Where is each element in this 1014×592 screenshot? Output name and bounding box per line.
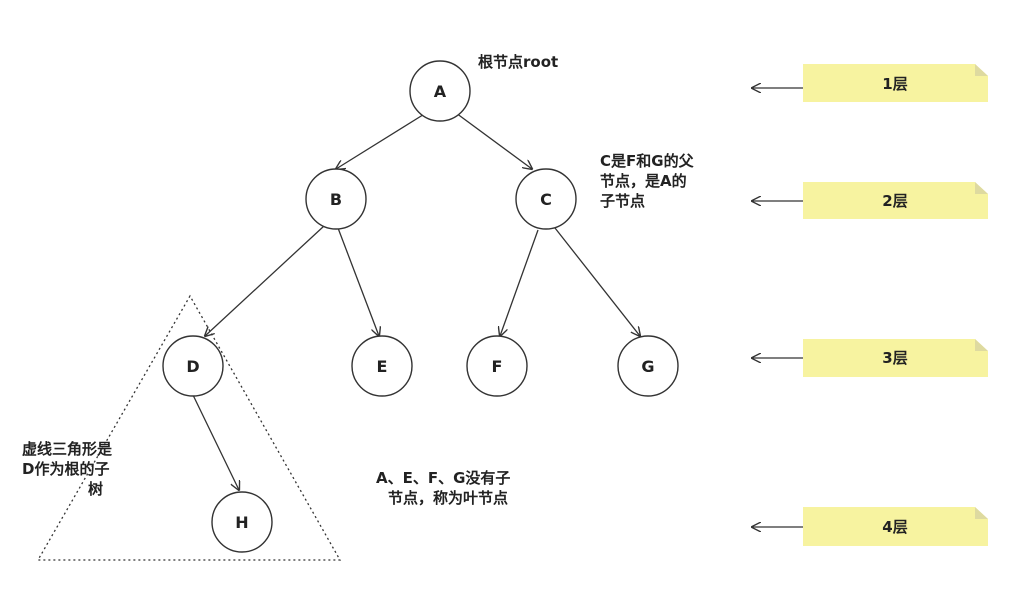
node-a: A — [409, 60, 471, 122]
node-f-circle — [466, 335, 528, 397]
edge-a-b — [336, 112, 427, 169]
node-b-label: B — [330, 190, 342, 209]
level-indicator-2: 2层 — [752, 182, 988, 219]
node-a-circle — [409, 60, 471, 122]
level-3-label: 3层 — [882, 349, 907, 367]
subtree-annotation: 虚线三角形是 D作为根的子 树 — [22, 440, 113, 498]
leaves-line-2: 节点，称为叶节点 — [388, 489, 508, 507]
node-e-label: E — [377, 357, 388, 376]
tree-edges — [192, 112, 640, 490]
root-annotation: 根节点root — [478, 53, 558, 71]
node-h-label: H — [235, 513, 248, 532]
level-4-note-fold — [975, 507, 988, 519]
level-indicator-4: 4层 — [752, 507, 988, 546]
parent-child-line-1: C是F和G的父 — [600, 152, 695, 170]
node-f: F — [466, 335, 528, 397]
node-a-label: A — [434, 82, 447, 101]
level-1-note-fold — [975, 64, 988, 76]
node-f-label: F — [492, 357, 503, 376]
edge-c-f — [500, 229, 539, 336]
subtree-line-3: 树 — [88, 480, 103, 498]
node-c-label: C — [540, 190, 552, 209]
edge-d-h — [192, 394, 239, 490]
node-d-circle — [162, 335, 224, 397]
level-indicator-1: 1层 — [752, 64, 988, 102]
level-2-note-fold — [975, 182, 988, 194]
node-c: C — [515, 168, 577, 230]
node-c-circle — [515, 168, 577, 230]
node-b: B — [305, 168, 367, 230]
level-2-label: 2层 — [882, 192, 907, 210]
node-g-label: G — [641, 357, 654, 376]
node-h: H — [211, 491, 273, 553]
node-h-circle — [211, 491, 273, 553]
level-3-note-fold — [975, 339, 988, 351]
edge-a-c — [455, 112, 532, 169]
node-g-circle — [617, 335, 679, 397]
level-indicator-3: 3层 — [752, 339, 988, 377]
parent-child-annotation: C是F和G的父 节点，是A的 子节点 — [600, 152, 695, 210]
node-e-circle — [351, 335, 413, 397]
edge-c-g — [554, 227, 640, 336]
level-1-label: 1层 — [882, 75, 907, 93]
edge-b-e — [337, 227, 379, 336]
level-3-note — [803, 339, 988, 377]
edge-b-d — [205, 225, 325, 336]
level-2-note — [803, 182, 988, 219]
level-4-label: 4层 — [882, 518, 907, 536]
node-d-label: D — [186, 357, 199, 376]
leaves-annotation: A、E、F、G没有子 节点，称为叶节点 — [376, 469, 510, 507]
level-1-note — [803, 64, 988, 102]
node-e: E — [351, 335, 413, 397]
parent-child-line-3: 子节点 — [600, 192, 645, 210]
subtree-line-1: 虚线三角形是 — [22, 440, 113, 458]
node-d: D — [162, 335, 224, 397]
subtree-triangle — [36, 294, 342, 561]
subtree-line-2: D作为根的子 — [22, 460, 109, 478]
parent-child-line-2: 节点，是A的 — [600, 172, 687, 190]
leaves-line-1: A、E、F、G没有子 — [376, 469, 510, 487]
node-b-circle — [305, 168, 367, 230]
node-g: G — [617, 335, 679, 397]
level-4-note — [803, 507, 988, 546]
